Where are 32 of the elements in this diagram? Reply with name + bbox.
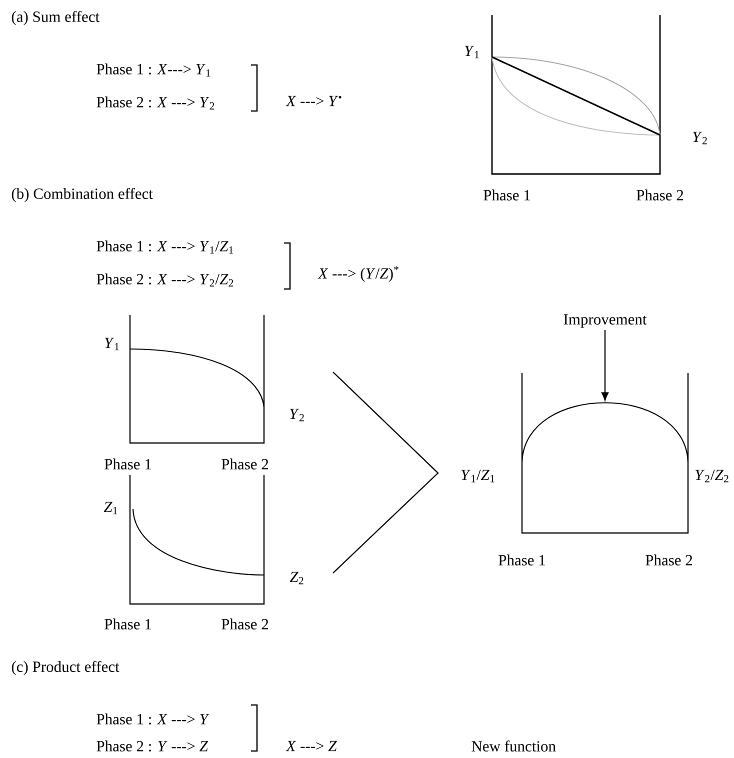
axis-label: Y$_{2}$ xyxy=(290,408,304,422)
relation-text: Phase 1 : X ---> Y$_{1}$/Z$_{1}$ xyxy=(96,240,234,254)
relation-text: Phase 1 : X---> Y$_{1}$ xyxy=(96,64,210,76)
relation-text: Phase 1 : X ---> Y xyxy=(96,714,210,724)
relation-text: X ---> Y$^{•}$ xyxy=(286,96,342,106)
axis-label: Y$_{1}$ xyxy=(464,46,479,58)
axis-label: Y$_{2}$/Z$_{2}$ xyxy=(695,470,728,482)
phase-label: Phase 2 xyxy=(222,618,268,630)
axis-label: Y$_{1}$ xyxy=(104,338,119,350)
arch-curve xyxy=(521,402,689,462)
axis-label: Z$_{1}$ xyxy=(104,502,118,514)
axis-label: Z$_{2}$ xyxy=(290,572,304,584)
relation-text: Phase 2 : X ---> Y$_{2}$/Z$_{2}$ xyxy=(96,274,234,286)
phase-label: Phase 1 xyxy=(104,618,151,630)
improvement-label: Improvement xyxy=(564,314,647,328)
relation-text: X ---> (Y/Z)$^{*}$ xyxy=(318,266,398,282)
axis-label: Y$_{2}$ xyxy=(692,132,707,144)
relation-text: Phase 2 : X ---> Y$_{2}$ xyxy=(96,96,214,110)
relation-text: X ---> Z xyxy=(286,740,337,752)
phase-label: Phase 1 xyxy=(104,458,151,470)
phase-label: Phase 2 xyxy=(636,190,684,200)
section-heading: (a) Sum effect xyxy=(12,10,100,26)
section-heading: (b) Combination effect xyxy=(12,188,153,202)
phase-label: Phase 2 xyxy=(646,554,692,566)
arrow xyxy=(601,330,609,401)
axis-label: Y$_{1}$/Z$_{1}$ xyxy=(461,470,494,482)
phase-label: Phase 2 xyxy=(222,458,268,470)
note-text: New function xyxy=(472,740,556,752)
phase-label: Phase 1 xyxy=(498,554,545,566)
relation-text: Phase 2 : Y ---> Z xyxy=(96,740,208,752)
phase-label: Phase 1 xyxy=(484,190,530,200)
section-heading: (c) Product effect xyxy=(12,660,120,676)
